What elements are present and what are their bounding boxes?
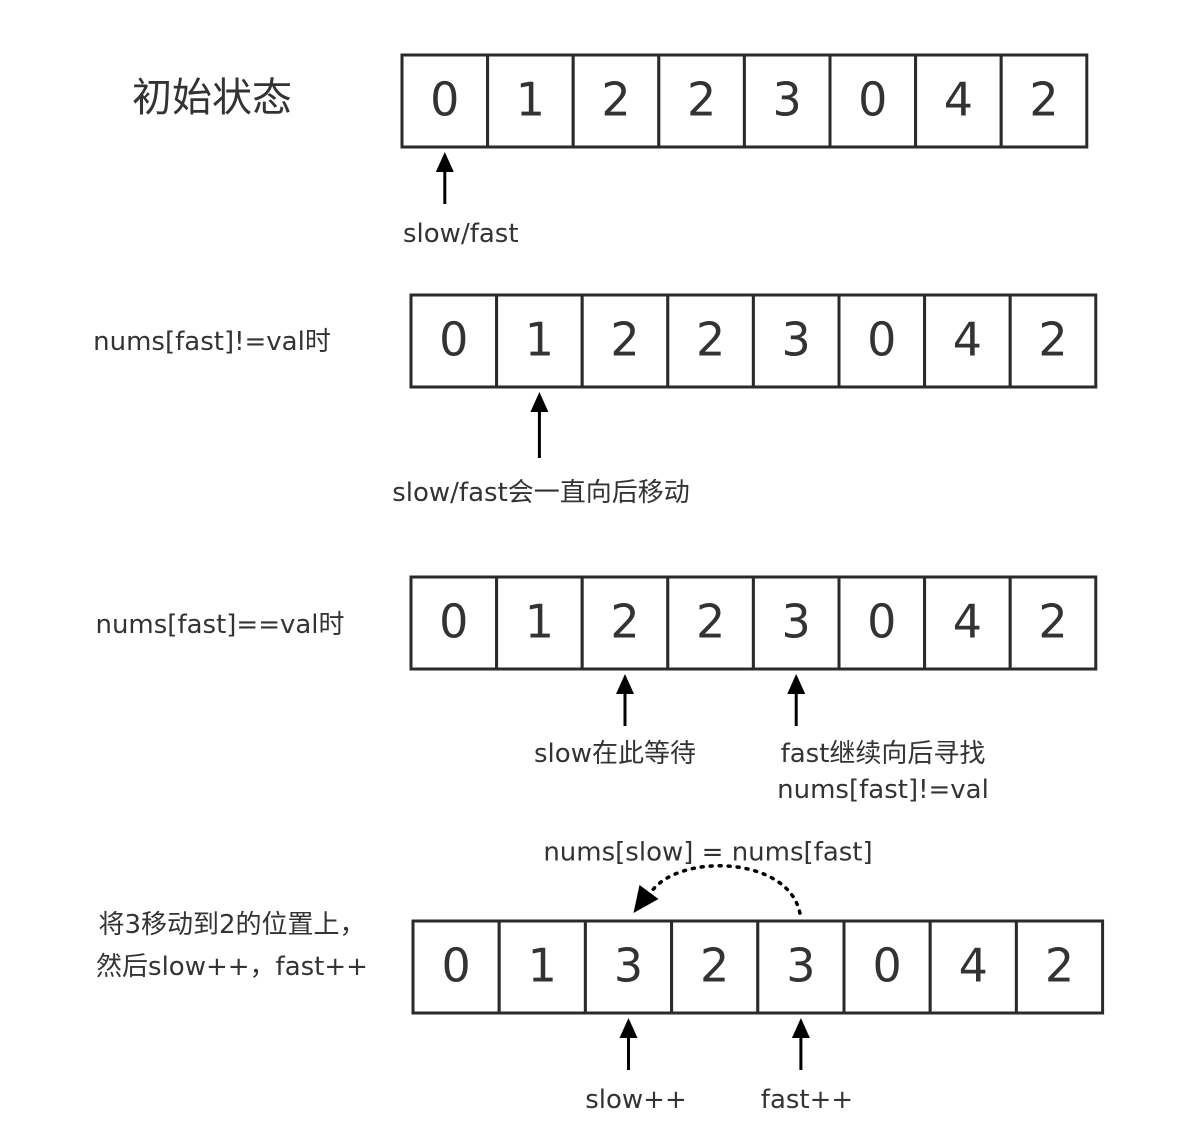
array-cell-value: 2 — [601, 73, 630, 127]
array-cell — [400, 53, 490, 149]
array-cell-value: 2 — [610, 595, 639, 649]
array-cell — [751, 293, 841, 389]
array-cell-value: 3 — [786, 939, 815, 993]
array: 0 1 3 2 3 0 4 2 — [411, 919, 1105, 1015]
array-cell — [1014, 919, 1105, 1015]
array-cell-value: 4 — [959, 939, 988, 993]
assignment-curve — [648, 864, 802, 915]
step-title-line: 初始状态 — [132, 75, 292, 121]
array-cell — [1008, 575, 1098, 671]
array-cell — [751, 575, 841, 671]
step-title-line: 然后slow++，fast++ — [96, 952, 368, 982]
step-title-line: nums[fast]!=val时 — [93, 327, 331, 357]
array-cell-value: 4 — [953, 595, 982, 649]
array-cell-value: 4 — [953, 313, 982, 367]
array-cell-value: 0 — [867, 595, 896, 649]
array-cell — [670, 919, 760, 1015]
pointer-label: slow在此等待 — [534, 739, 696, 769]
array-cell-value: 2 — [1038, 595, 1067, 649]
step-title: 初始状态 — [132, 75, 292, 121]
array-cell — [923, 575, 1012, 671]
step-title-line: 将3移动到2的位置上， — [98, 910, 365, 940]
array-cell-value: 1 — [516, 73, 545, 127]
pointer-arrow-head — [435, 152, 454, 172]
pointer-label-line: slow/fast — [403, 219, 519, 249]
array-cell-value: 4 — [944, 73, 973, 127]
step-title: nums[fast]==val时 — [95, 610, 344, 640]
array-cell — [409, 575, 499, 671]
pointer-arrow-head — [787, 674, 806, 694]
array-cell-value: 2 — [1029, 73, 1058, 127]
array-cell-value: 2 — [687, 73, 716, 127]
pointer-label: slow/fast会一直向后移动 — [392, 478, 690, 508]
array-cell — [837, 293, 927, 389]
array-cell-value: 2 — [1038, 313, 1067, 367]
pointer-label: fast++ — [761, 1085, 853, 1115]
array-cell — [756, 919, 846, 1015]
pointer-label-line: nums[fast]!=val — [777, 775, 989, 805]
step-title-line: nums[fast]==val时 — [95, 610, 344, 640]
array-cell — [571, 53, 661, 149]
array-cell-value: 0 — [439, 595, 468, 649]
assignment-arrow-head — [633, 885, 659, 913]
array-cell — [1008, 293, 1098, 389]
pointer-label-line: slow++ — [585, 1085, 687, 1115]
array: 0 1 2 2 3 0 4 2 — [400, 53, 1089, 149]
array-cell-value: 2 — [696, 595, 725, 649]
array-cell — [842, 919, 932, 1015]
pointer-arrow-head — [530, 392, 549, 412]
array-cell — [837, 575, 927, 671]
step-title: nums[fast]!=val时 — [93, 327, 331, 357]
array-cell-value: 0 — [441, 939, 470, 993]
array: 0 1 2 2 3 0 4 2 — [409, 293, 1098, 389]
assignment-label: nums[slow] = nums[fast] — [543, 838, 872, 868]
step-4: 将3移动到2的位置上， 然后slow++，fast++ 0 1 3 2 3 0 4 2 slow++… — [96, 838, 1105, 1115]
pointer-label: fast继续向后寻找 nums[fast]!=val — [777, 739, 989, 805]
pointer-label: slow/fast — [403, 219, 519, 249]
array-cell-value: 0 — [858, 73, 887, 127]
array-cell-value: 2 — [1045, 939, 1074, 993]
array-cell-value: 0 — [867, 313, 896, 367]
pointer-label-line: fast++ — [761, 1085, 853, 1115]
array-cell-value: 0 — [430, 73, 459, 127]
pointer-label: slow++ — [585, 1085, 687, 1115]
step-2: nums[fast]!=val时 0 1 2 2 3 0 4 2 slow/fast会一直向后移动 — [93, 293, 1098, 508]
array-cell-value: 2 — [610, 313, 639, 367]
array-cell — [914, 53, 1003, 149]
array-cell-value: 1 — [525, 313, 554, 367]
array-cell — [411, 919, 501, 1015]
array-cell — [666, 575, 755, 671]
array-cell-value: 2 — [696, 313, 725, 367]
step-1: 初始状态 0 1 2 2 3 0 4 2 slow/fast — [132, 53, 1089, 249]
array-cell — [486, 53, 575, 149]
array-cell — [580, 293, 670, 389]
array-cell-value: 3 — [782, 313, 811, 367]
array-cell-value: 3 — [614, 939, 643, 993]
array-cell-value: 1 — [528, 939, 557, 993]
step-3: nums[fast]==val时 0 1 2 2 3 0 4 2 slow在此等待 fast继续向后… — [95, 575, 1098, 805]
array-cell — [999, 53, 1089, 149]
pointer-label-line: fast继续向后寻找 — [781, 739, 986, 769]
pointer-label-line: slow在此等待 — [534, 739, 696, 769]
array-cell — [742, 53, 832, 149]
array-cell — [495, 293, 584, 389]
pointer-label-line: slow/fast会一直向后移动 — [392, 478, 690, 508]
array-cell-value: 2 — [700, 939, 729, 993]
array-cell-value: 3 — [782, 595, 811, 649]
array-cell — [409, 293, 499, 389]
array-cell-value: 3 — [773, 73, 802, 127]
array-cell-value: 0 — [439, 313, 468, 367]
pointer-arrow-head — [791, 1018, 810, 1038]
array: 0 1 2 2 3 0 4 2 — [409, 575, 1098, 671]
array-cell-value: 0 — [872, 939, 901, 993]
array-cell — [828, 53, 918, 149]
step-title: 将3移动到2的位置上， 然后slow++，fast++ — [96, 910, 368, 982]
array-cell — [583, 919, 674, 1015]
pointer-arrow-head — [616, 674, 634, 694]
pointer-arrow-head — [619, 1018, 638, 1038]
array-cell-value: 1 — [525, 595, 554, 649]
array-cell — [923, 293, 1012, 389]
